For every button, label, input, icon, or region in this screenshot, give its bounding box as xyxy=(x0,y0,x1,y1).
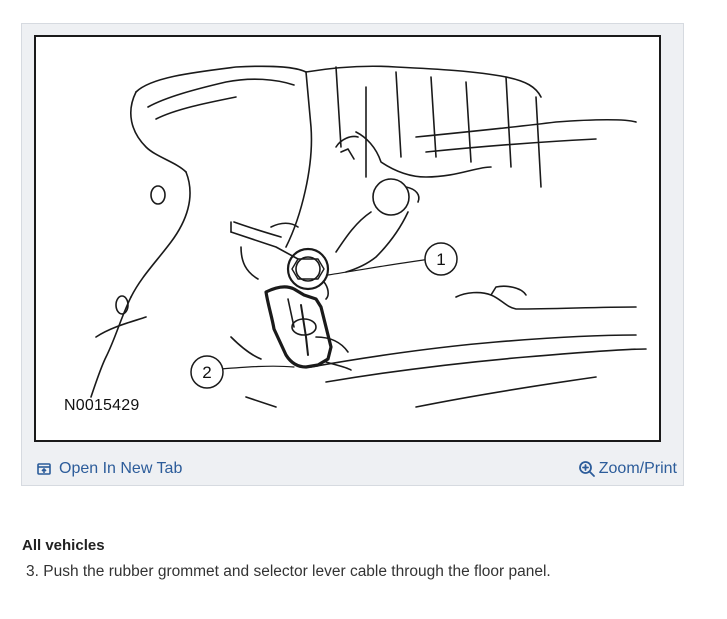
callout-1-circle xyxy=(424,242,458,276)
figure-code: N0015429 xyxy=(64,397,140,414)
housing-outline xyxy=(135,65,307,93)
upper-bracket xyxy=(355,131,492,178)
selector-lever xyxy=(230,231,299,260)
cable-grommet xyxy=(291,318,317,336)
housing-hole-lower xyxy=(115,295,129,315)
figure-toolbar: Open In New Tab Zoom/Print xyxy=(22,452,683,485)
diagram-image: 1 2 N0015429 xyxy=(34,35,661,442)
open-in-new-tab-link[interactable]: Open In New Tab xyxy=(36,460,182,478)
step-instruction: 3. Push the rubber grommet and selector … xyxy=(26,563,551,580)
lever-nut xyxy=(286,247,330,291)
callout-2-number: 2 xyxy=(202,363,211,382)
housing-hole-upper xyxy=(150,185,166,205)
cable-clip xyxy=(264,285,333,369)
floor-panel xyxy=(310,334,637,368)
selector-lever-diagram: 1 2 xyxy=(90,65,647,408)
open-in-new-tab-label: Open In New Tab xyxy=(59,459,183,477)
section-heading: All vehicles xyxy=(22,537,105,554)
figure-card: 1 2 N0015429 Open In New Tab xyxy=(21,23,684,486)
zoom-print-link[interactable]: Zoom/Print xyxy=(578,460,677,478)
zoom-in-icon xyxy=(578,460,596,478)
open-external-icon xyxy=(36,461,52,477)
zoom-print-label: Zoom/Print xyxy=(598,459,677,477)
bracket-pivot xyxy=(372,178,410,216)
callout-2-circle xyxy=(190,355,224,389)
callout-2-leader xyxy=(220,365,295,370)
callout-1-leader xyxy=(327,258,432,276)
callout-1-number: 1 xyxy=(436,250,445,269)
